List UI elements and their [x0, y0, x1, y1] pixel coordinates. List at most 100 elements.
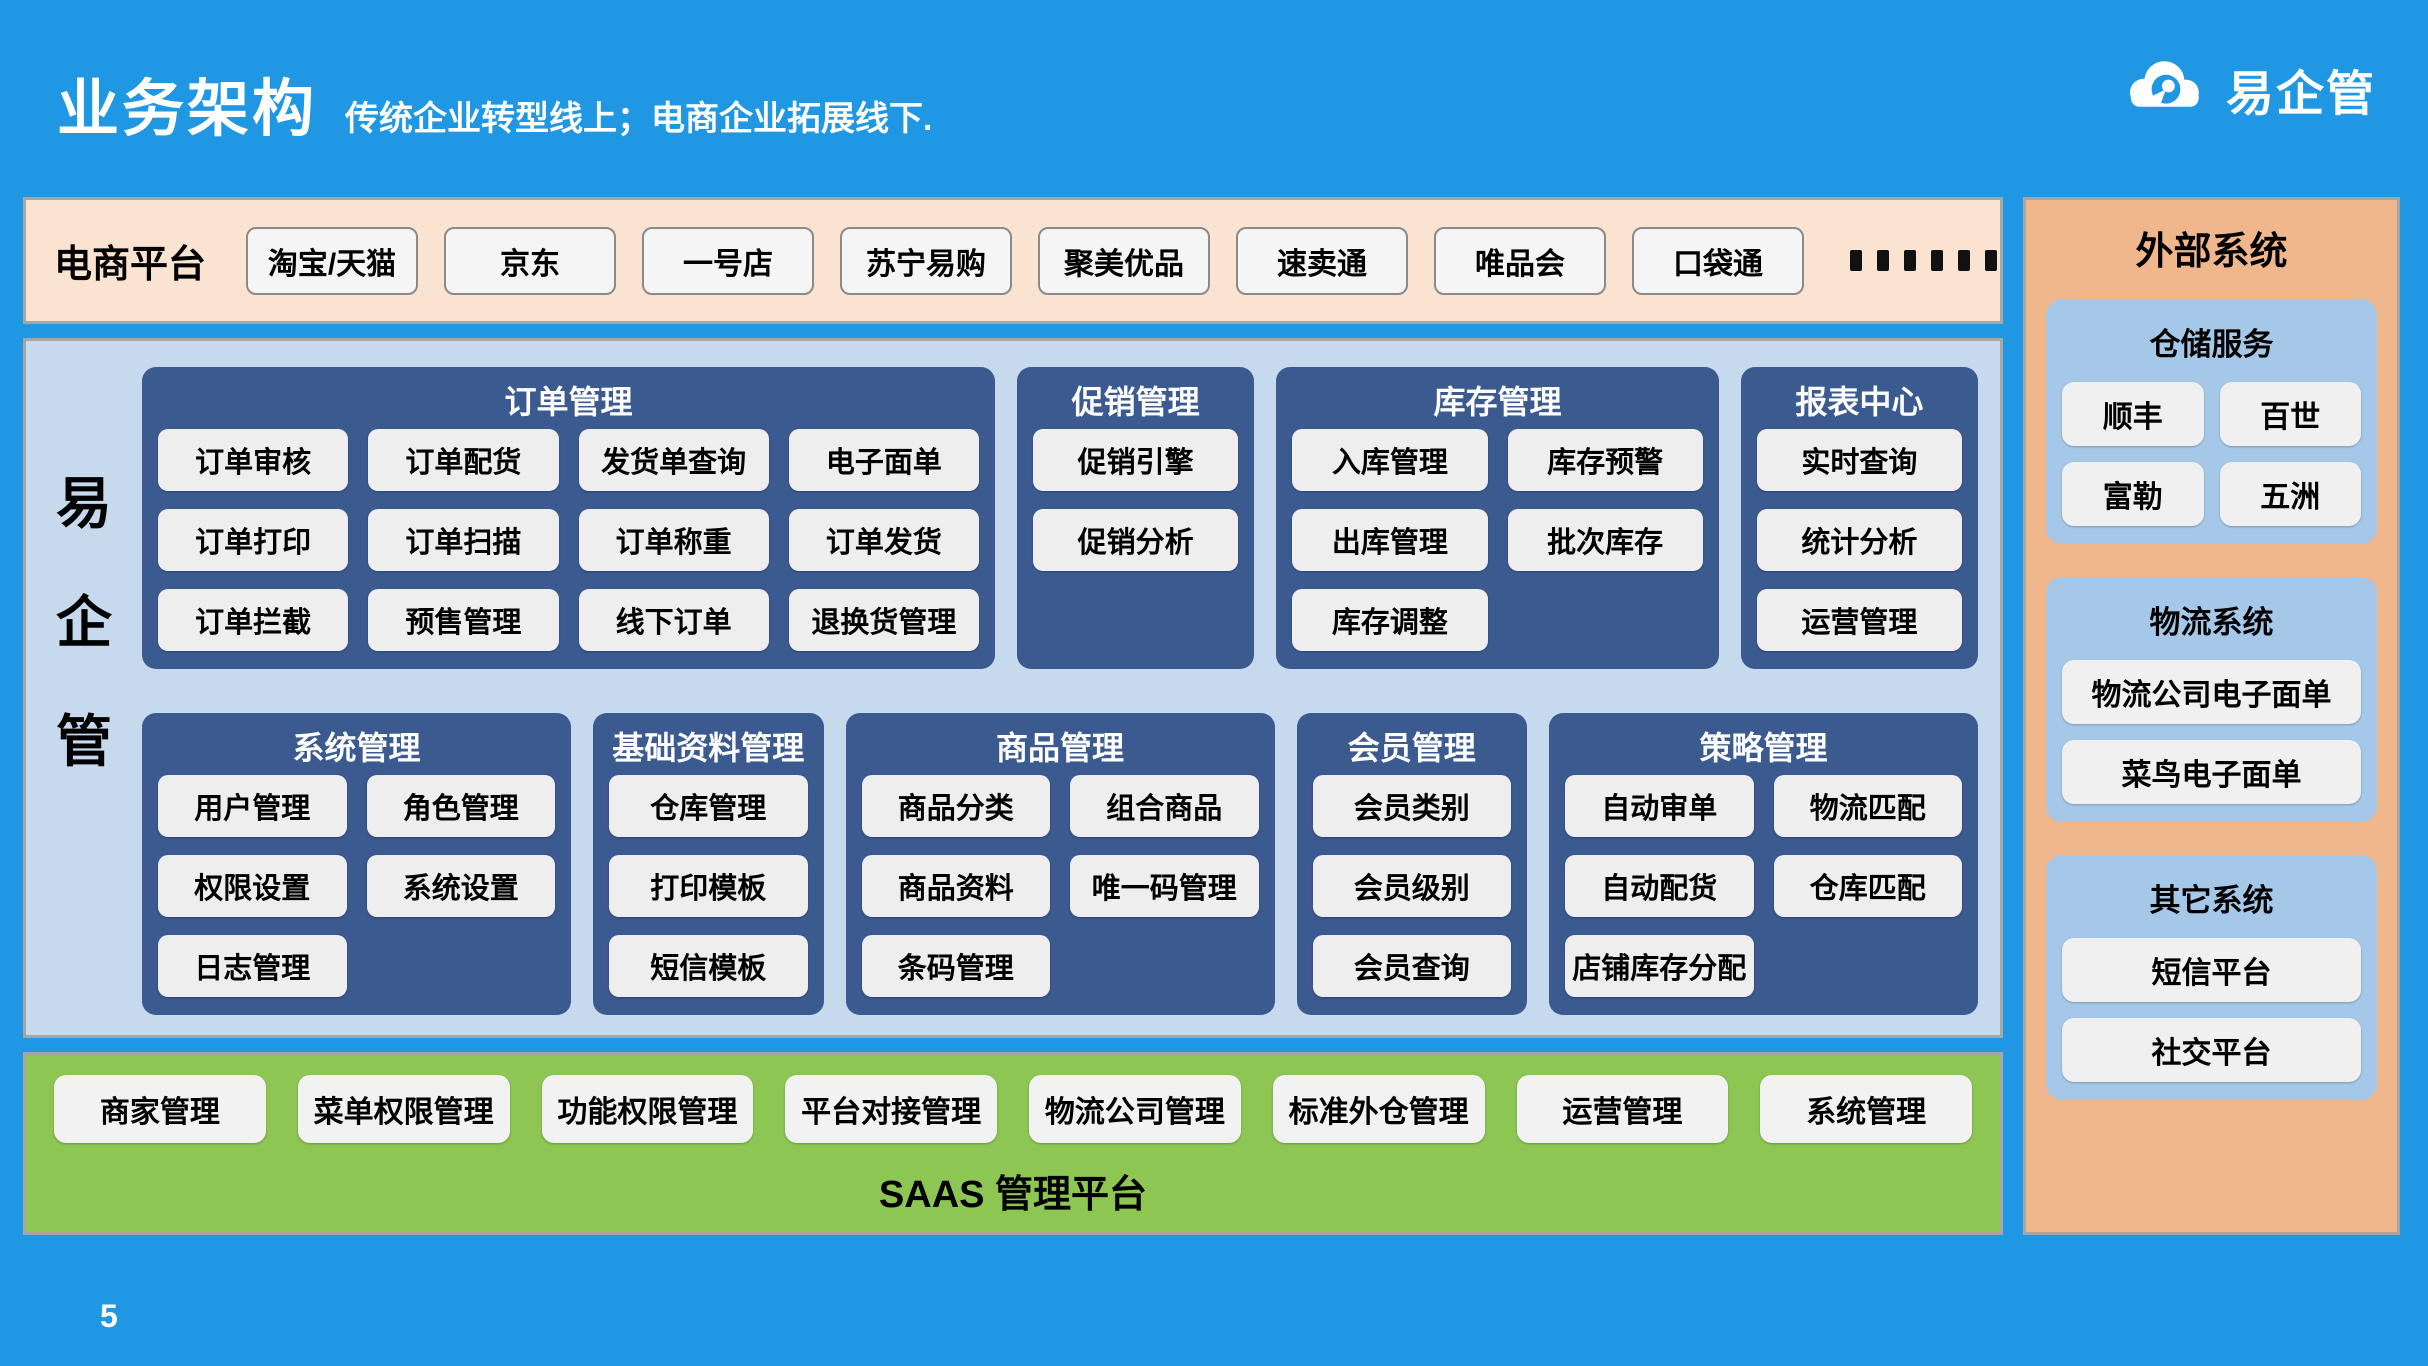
brand-char: 企	[56, 591, 112, 654]
module-button: 角色管理	[366, 775, 555, 837]
saas-platform-bar: 商家管理菜单权限管理功能权限管理平台对接管理物流公司管理标准外仓管理运营管理系统…	[23, 1052, 2003, 1235]
module-button: 商品分类	[861, 775, 1050, 837]
module-group-title: 订单管理	[504, 384, 633, 420]
external-panel-title: 外部系统	[2135, 231, 2288, 273]
module-button: 发货单查询	[578, 429, 769, 491]
external-section-title: 物流系统	[2149, 605, 2274, 640]
ellipsis-dot	[1850, 250, 1863, 271]
external-sections: 仓储服务顺丰百世富勒五洲物流系统物流公司电子面单菜鸟电子面单其它系统短信平台社交…	[2046, 299, 2377, 1133]
module-row: 订单管理订单审核订单配货发货单查询电子面单订单打印订单扫描订单称重订单发货订单拦…	[142, 367, 1978, 669]
platform-button: 口袋通	[1632, 226, 1805, 295]
platform-button: 苏宁易购	[840, 226, 1013, 295]
module-group: 商品管理商品分类组合商品商品资料唯一码管理条码管理	[845, 713, 1275, 1015]
module-button: 会员查询	[1312, 935, 1511, 997]
vertical-brand-label: 易企管	[26, 341, 142, 1035]
module-button: 用户管理	[158, 775, 347, 837]
module-button: 电子面单	[788, 429, 979, 491]
external-grid: 物流公司电子面单菜鸟电子面单	[2062, 660, 2361, 804]
module-grid: 订单审核订单配货发货单查询电子面单订单打印订单扫描订单称重订单发货订单拦截预售管…	[158, 429, 979, 651]
logo: 易企管	[2118, 50, 2376, 127]
module-button: 促销分析	[1033, 509, 1239, 571]
module-grid: 入库管理库存预警出库管理批次库存库存调整	[1292, 429, 1703, 651]
module-group-title: 系统管理	[292, 730, 421, 766]
module-button: 订单扫描	[368, 509, 559, 571]
saas-button: 商家管理	[54, 1075, 266, 1143]
page-subtitle: 传统企业转型线上；电商企业拓展线下.	[345, 100, 933, 138]
module-button: 店铺库存分配	[1565, 935, 1754, 997]
module-button: 组合商品	[1070, 775, 1259, 837]
module-button: 实时查询	[1756, 429, 1962, 491]
module-grid: 促销引擎促销分析	[1033, 429, 1239, 651]
saas-button: 系统管理	[1760, 1075, 1972, 1143]
core-system-panel: 易企管 订单管理订单审核订单配货发货单查询电子面单订单打印订单扫描订单称重订单发…	[23, 338, 2003, 1038]
module-button: 仓库匹配	[1773, 855, 1962, 917]
saas-button: 标准外仓管理	[1272, 1075, 1485, 1143]
external-section: 其它系统短信平台社交平台	[2046, 855, 2377, 1100]
module-button: 仓库管理	[609, 775, 808, 837]
platform-button: 一号店	[642, 226, 815, 295]
module-button: 批次库存	[1507, 509, 1703, 571]
module-rows: 订单管理订单审核订单配货发货单查询电子面单订单打印订单扫描订单称重订单发货订单拦…	[142, 341, 2000, 1035]
ellipsis-dot	[1904, 250, 1917, 271]
module-button: 库存预警	[1507, 429, 1703, 491]
module-button: 订单称重	[578, 509, 769, 571]
module-group: 会员管理会员类别会员级别会员查询	[1296, 713, 1527, 1015]
page-title: 业务架构	[57, 75, 318, 144]
external-button: 菜鸟电子面单	[2062, 740, 2361, 804]
saas-button: 平台对接管理	[785, 1075, 997, 1143]
platform-button: 京东	[444, 226, 617, 295]
external-section: 物流系统物流公司电子面单菜鸟电子面单	[2046, 577, 2377, 822]
module-row: 系统管理用户管理角色管理权限设置系统设置日志管理基础资料管理仓库管理打印模板短信…	[142, 713, 1978, 1015]
module-grid: 商品分类组合商品商品资料唯一码管理条码管理	[861, 775, 1259, 997]
external-section-title: 其它系统	[2149, 883, 2274, 918]
platform-buttons: 淘宝/天猫京东一号店苏宁易购聚美优品速卖通唯品会口袋通	[246, 226, 1805, 295]
ellipsis-dot	[1985, 250, 1998, 271]
module-button: 物流匹配	[1773, 775, 1962, 837]
module-button: 权限设置	[158, 855, 347, 917]
module-button: 商品资料	[861, 855, 1050, 917]
ecommerce-bar-label: 电商平台	[54, 244, 207, 286]
ellipsis-dot	[1931, 250, 1944, 271]
ellipsis-dot	[1877, 250, 1890, 271]
external-grid: 短信平台社交平台	[2062, 938, 2361, 1082]
external-button: 顺丰	[2062, 382, 2204, 446]
cloud-icon	[2118, 50, 2214, 127]
module-button: 退换货管理	[788, 589, 979, 651]
module-group-title: 策略管理	[1699, 730, 1828, 766]
external-grid: 顺丰百世富勒五洲	[2062, 382, 2361, 526]
module-group: 策略管理自动审单物流匹配自动配货仓库匹配店铺库存分配	[1549, 713, 1978, 1015]
external-button: 百世	[2219, 382, 2361, 446]
saas-bar-label: SAAS 管理平台	[878, 1174, 1148, 1216]
module-grid: 仓库管理打印模板短信模板	[609, 775, 808, 997]
module-group-title: 基础资料管理	[612, 730, 805, 766]
module-button: 唯一码管理	[1070, 855, 1259, 917]
header: 业务架构 传统企业转型线上；电商企业拓展线下.	[57, 58, 932, 148]
module-button: 打印模板	[609, 855, 808, 917]
page-number: 5	[100, 1298, 118, 1334]
module-button: 促销引擎	[1033, 429, 1239, 491]
platform-button: 唯品会	[1434, 226, 1607, 295]
module-button: 统计分析	[1756, 509, 1962, 571]
saas-button: 物流公司管理	[1029, 1075, 1241, 1143]
ellipsis-dots	[1850, 250, 1998, 271]
module-group: 库存管理入库管理库存预警出库管理批次库存库存调整	[1276, 367, 1719, 669]
brand-char: 管	[56, 710, 112, 773]
module-grid: 实时查询统计分析运营管理	[1756, 429, 1962, 651]
external-systems-panel: 外部系统 仓储服务顺丰百世富勒五洲物流系统物流公司电子面单菜鸟电子面单其它系统短…	[2023, 197, 2400, 1235]
external-button: 富勒	[2062, 462, 2204, 526]
module-grid: 会员类别会员级别会员查询	[1312, 775, 1511, 997]
module-button: 自动配货	[1565, 855, 1754, 917]
module-button: 预售管理	[368, 589, 559, 651]
module-button: 库存调整	[1292, 589, 1488, 651]
module-group-title: 库存管理	[1433, 384, 1562, 420]
module-grid: 自动审单物流匹配自动配货仓库匹配店铺库存分配	[1565, 775, 1962, 997]
module-group: 系统管理用户管理角色管理权限设置系统设置日志管理	[142, 713, 571, 1015]
module-button: 订单打印	[158, 509, 349, 571]
module-group: 报表中心实时查询统计分析运营管理	[1740, 367, 1978, 669]
external-section: 仓储服务顺丰百世富勒五洲	[2046, 299, 2377, 544]
module-button: 会员类别	[1312, 775, 1511, 837]
platform-button: 速卖通	[1236, 226, 1409, 295]
external-button: 五洲	[2219, 462, 2361, 526]
external-button: 短信平台	[2062, 938, 2361, 1002]
saas-button: 功能权限管理	[541, 1075, 754, 1143]
